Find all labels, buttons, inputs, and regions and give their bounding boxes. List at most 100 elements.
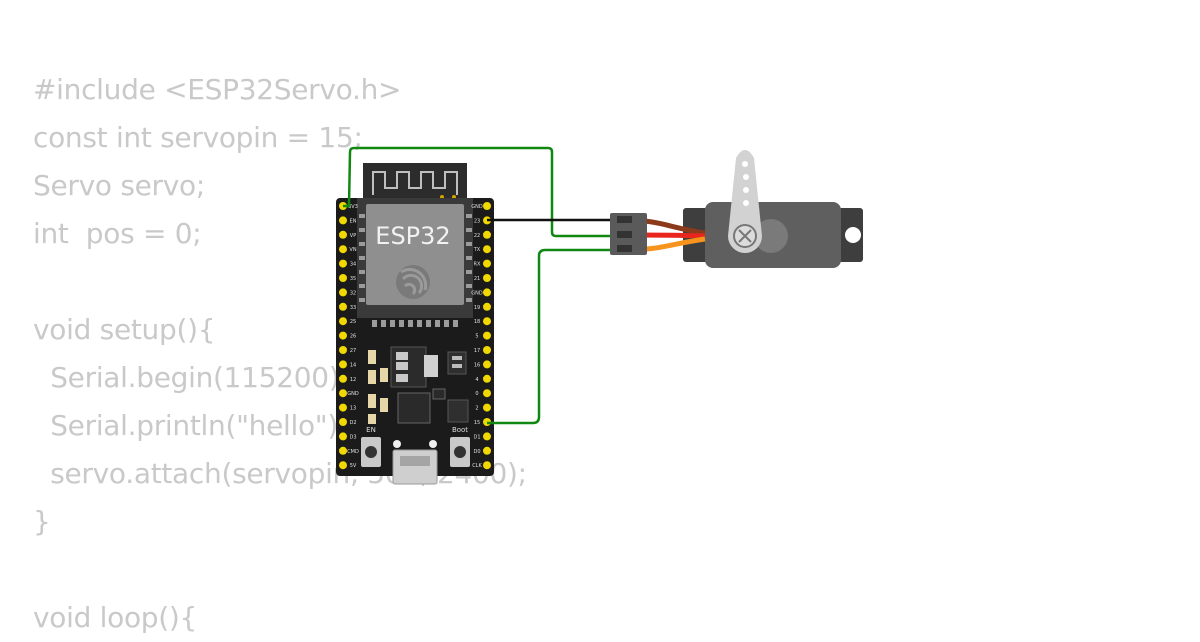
right-pin-label: 17 [474, 348, 480, 354]
code-line: } [33, 505, 51, 538]
right-pin[interactable] [483, 360, 491, 369]
usb-uart-chip [397, 392, 431, 424]
module-pad [408, 320, 413, 327]
right-pin-label: 15 [474, 420, 480, 426]
micro-usb-port[interactable] [392, 449, 438, 485]
right-pin-label: 0 [475, 391, 478, 397]
boot-label: Boot [452, 426, 468, 434]
right-pin[interactable] [483, 317, 491, 326]
left-pin[interactable] [339, 274, 347, 282]
code-line: void loop(){ [33, 601, 198, 634]
right-pin-label: TX [473, 247, 481, 253]
right-pin[interactable] [483, 331, 491, 340]
module-pad [466, 256, 472, 260]
left-pin[interactable] [339, 446, 347, 455]
right-pin-label: 2 [475, 406, 478, 412]
module-pad [453, 320, 458, 327]
left-header-pins: 3V3ENVPVN343532332526271412GND13D2D3CMD5… [339, 202, 359, 470]
right-pin-label: 18 [474, 319, 480, 325]
module-pad [359, 228, 365, 232]
left-pin[interactable] [339, 346, 347, 354]
module-pad [399, 320, 404, 327]
right-pin[interactable] [483, 389, 491, 398]
right-pin-label: 5 [475, 334, 478, 340]
code-editor-text: #include <ESP32Servo.h> const int servopi… [33, 66, 527, 642]
left-pin[interactable] [339, 288, 347, 297]
left-pin[interactable] [339, 432, 347, 441]
module-pad [381, 320, 386, 327]
module-pad [466, 214, 472, 218]
left-pin[interactable] [339, 389, 347, 398]
left-pin-label: 25 [350, 319, 356, 325]
left-pin-label: 33 [350, 305, 356, 311]
left-pin-label: GND [347, 391, 359, 397]
left-pin[interactable] [339, 360, 347, 369]
right-pin[interactable] [483, 446, 491, 455]
module-pads [359, 214, 472, 327]
left-pin-label: 5V [350, 463, 357, 469]
module-pad [359, 256, 365, 260]
code-line: void setup(){ [33, 313, 216, 346]
left-pin-label: D3 [349, 434, 356, 440]
right-pin[interactable] [483, 259, 491, 268]
left-pin[interactable] [339, 418, 347, 426]
right-pin[interactable] [483, 461, 491, 470]
servo-motor[interactable] [610, 150, 863, 268]
right-pin[interactable] [483, 374, 491, 383]
left-pin[interactable] [339, 230, 347, 239]
right-pin-label: 19 [474, 305, 480, 311]
right-pin[interactable] [483, 302, 491, 311]
right-pin[interactable] [483, 202, 491, 210]
antenna-trace-icon [372, 171, 458, 195]
wire-power[interactable] [343, 146, 616, 238]
right-pin[interactable] [483, 432, 491, 441]
horn-screw-icon [738, 229, 752, 243]
left-pin[interactable] [339, 317, 347, 326]
code-line: int pos = 0; [33, 217, 202, 250]
left-pin-label: 12 [350, 377, 356, 383]
left-pin-label: 35 [350, 276, 356, 282]
module-pad [466, 228, 472, 232]
left-pin[interactable] [339, 374, 347, 383]
right-pin[interactable] [483, 403, 491, 412]
left-pin[interactable] [339, 216, 347, 225]
left-pin-label: VP [350, 233, 356, 239]
esp32-board[interactable]: ESP32 EN Boot [336, 163, 494, 485]
module-pad [466, 242, 472, 246]
left-pin-label: VN [349, 247, 356, 253]
left-pin[interactable] [339, 403, 347, 412]
right-pin-label: GND [471, 204, 483, 210]
right-pin[interactable] [483, 346, 491, 354]
left-pin[interactable] [339, 259, 347, 268]
right-pin-label: RX [474, 262, 481, 268]
right-pin-label: 4 [475, 377, 478, 383]
wires [343, 146, 616, 425]
left-pin-label: 26 [350, 334, 356, 340]
right-pin[interactable] [483, 245, 491, 254]
code-line: #include <ESP32Servo.h> [33, 73, 402, 106]
left-pin-label: 32 [350, 290, 356, 296]
right-pin-label: 16 [474, 362, 480, 368]
en-label: EN [366, 426, 376, 434]
right-pin[interactable] [483, 288, 491, 297]
left-pin-label: D2 [349, 420, 356, 426]
left-pin[interactable] [339, 461, 347, 470]
module-pad [444, 320, 449, 327]
right-pin-label: CLK [472, 463, 482, 469]
left-pin[interactable] [339, 302, 347, 311]
code-line: Serial.begin(115200); [33, 361, 349, 394]
left-pin[interactable] [339, 245, 347, 254]
left-pin[interactable] [339, 331, 347, 340]
module-pad [466, 298, 472, 302]
module-pad [390, 320, 395, 327]
right-pin-label: 21 [474, 276, 480, 282]
code-line: const int servopin = 15; [33, 121, 363, 154]
wire-signal[interactable] [487, 248, 616, 425]
right-pin[interactable] [483, 230, 491, 239]
espressif-logo-icon [396, 265, 430, 299]
code-line: Serial.println("hello"); [33, 409, 348, 442]
module-pad [372, 320, 377, 327]
right-pin[interactable] [483, 274, 491, 282]
